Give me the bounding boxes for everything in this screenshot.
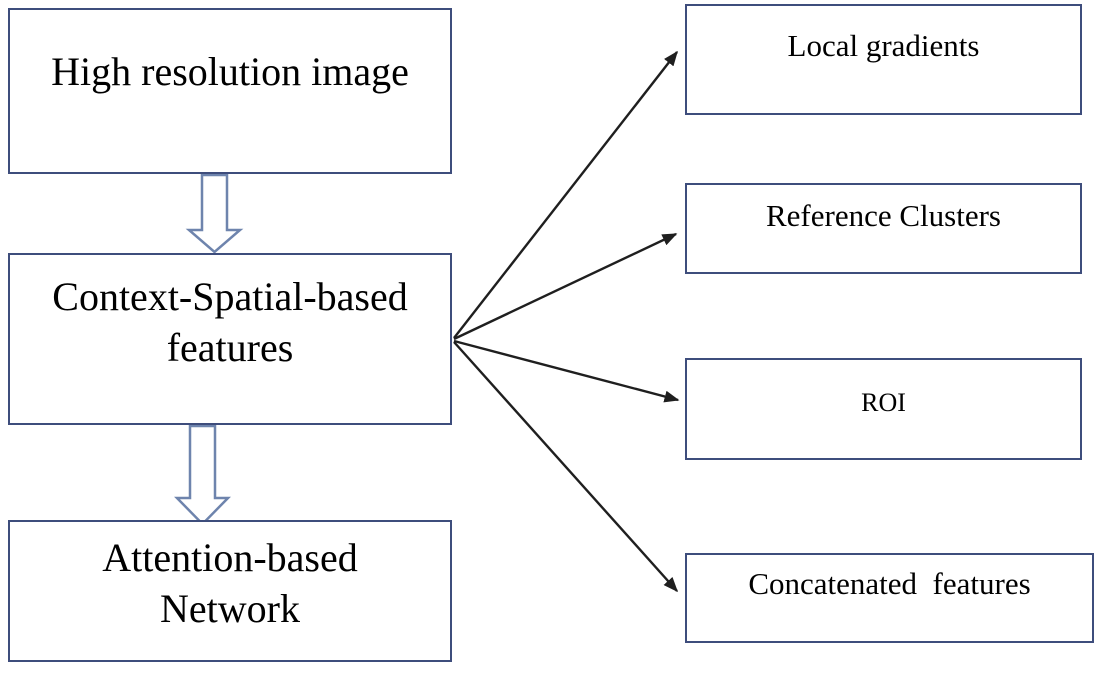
node-label: ROI: [861, 388, 906, 417]
block-arrow-down-1: [185, 173, 244, 254]
connector-arrow-roi: [453, 339, 680, 403]
node-label: Concatenated features: [748, 566, 1031, 601]
node-attention-based-network: Attention-based Network: [8, 520, 452, 662]
connector-arrow-reference-clusters: [453, 232, 678, 341]
node-label: Local gradients: [787, 28, 980, 63]
node-label-line1: Attention-based: [102, 535, 358, 580]
node-roi: ROI: [685, 358, 1082, 460]
node-label-line1: Context-Spatial-based: [52, 274, 408, 319]
node-reference-clusters: Reference Clusters: [685, 183, 1082, 274]
block-arrow-down-2: [174, 424, 231, 526]
node-label-line2: features: [166, 325, 294, 371]
node-local-gradients: Local gradients: [685, 4, 1082, 115]
node-label: High resolution image: [51, 49, 409, 94]
node-context-spatial-features: Context-Spatial-based features: [8, 253, 452, 425]
connector-arrow-local-gradients: [453, 50, 678, 339]
connector-arrow-concatenated-features: [453, 341, 679, 593]
node-label-line2: Network: [160, 586, 300, 632]
node-label: Reference Clusters: [766, 198, 1001, 233]
node-concatenated-features: Concatenated features: [685, 553, 1094, 643]
node-high-resolution-image: High resolution image: [8, 8, 452, 174]
